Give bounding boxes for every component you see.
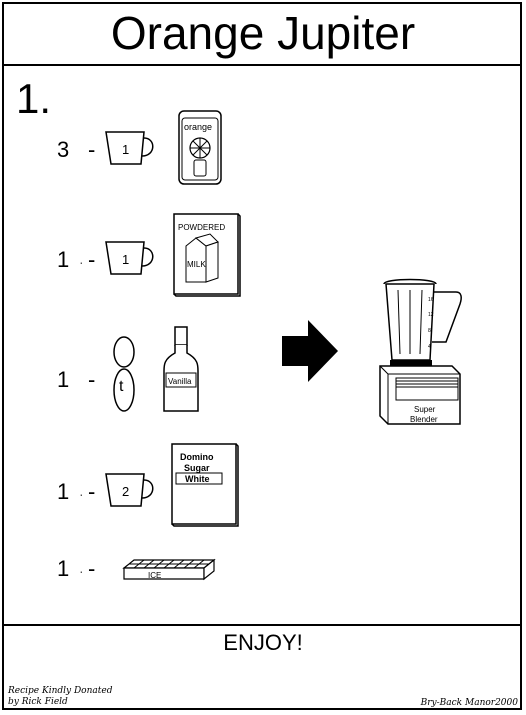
- measuring-cup-icon: 2: [105, 473, 154, 507]
- milk-box-top-label: POWDERED: [178, 223, 225, 232]
- milk-carton-label: MILK: [187, 260, 206, 269]
- measuring-spoon-icon: t: [113, 336, 135, 412]
- orange-juice-can-icon: orange: [178, 110, 222, 185]
- page-frame: [2, 2, 522, 710]
- credit-left: Recipe Kindly Donated by Rick Field: [8, 686, 112, 708]
- ingredient-quantity: 1: [57, 479, 70, 504]
- vanilla-bottle-icon: Vanilla: [163, 326, 199, 412]
- recipe-title: Orange Jupiter: [110, 7, 416, 59]
- ingredient-dash: -: [88, 137, 96, 162]
- blender-mark: 4: [428, 344, 431, 350]
- ingredient-dash: -: [88, 247, 96, 272]
- ingredient-dots: ·: [79, 563, 84, 579]
- credit-left-line2: by Rick Field: [8, 697, 68, 707]
- ingredient-dash: -: [88, 479, 96, 504]
- credit-right: Bry-Back Manor2000: [420, 698, 518, 708]
- ingredient-quantity: 1: [57, 247, 70, 272]
- vanilla-label: Vanilla: [168, 377, 192, 386]
- ingredient-quantity: 1: [57, 556, 70, 581]
- title-divider: [2, 64, 522, 66]
- sugar-box-icon: Domino Sugar White: [171, 443, 239, 527]
- ingredient-quantity: 1: [57, 367, 70, 392]
- ingredient-dots: ·: [79, 486, 84, 502]
- ingredient-quantity: 3: [57, 137, 70, 162]
- sugar-box-type: White: [185, 474, 210, 484]
- ingredient-dots: ·: [79, 254, 84, 270]
- ingredient-dash: -: [88, 367, 96, 392]
- right-arrow-icon: [282, 320, 338, 382]
- credit-left-line1: Recipe Kindly Donated: [8, 686, 113, 696]
- footer-divider: [2, 624, 522, 626]
- blender-label-line1: Super: [414, 405, 436, 414]
- measuring-cup-icon: 1: [105, 241, 154, 275]
- ingredient-dash: -: [88, 556, 96, 581]
- powdered-milk-box-icon: POWDERED MILK: [173, 213, 241, 297]
- step-number: 1.: [16, 75, 52, 122]
- blender-label-line2: Blender: [410, 415, 438, 424]
- blender-mark: 16: [428, 297, 434, 303]
- measuring-cup-icon: 1: [105, 131, 154, 165]
- blender-mark: 12: [428, 312, 434, 318]
- sugar-box-product: Sugar: [184, 463, 210, 473]
- spoon-measure: t: [119, 378, 124, 395]
- enjoy-text: ENJOY!: [223, 630, 303, 655]
- cup-measure: 2: [122, 484, 129, 499]
- ice-tray-label: ICE: [148, 571, 161, 580]
- can-label: orange: [184, 122, 212, 132]
- cup-measure: 1: [122, 252, 129, 267]
- blender-icon: 16 12 8 4 Super Blender: [379, 278, 462, 425]
- blender-mark: 8: [428, 328, 431, 334]
- cup-measure: 1: [122, 142, 129, 157]
- sugar-box-brand: Domino: [180, 452, 214, 462]
- ice-tray-icon: ICE: [122, 558, 216, 581]
